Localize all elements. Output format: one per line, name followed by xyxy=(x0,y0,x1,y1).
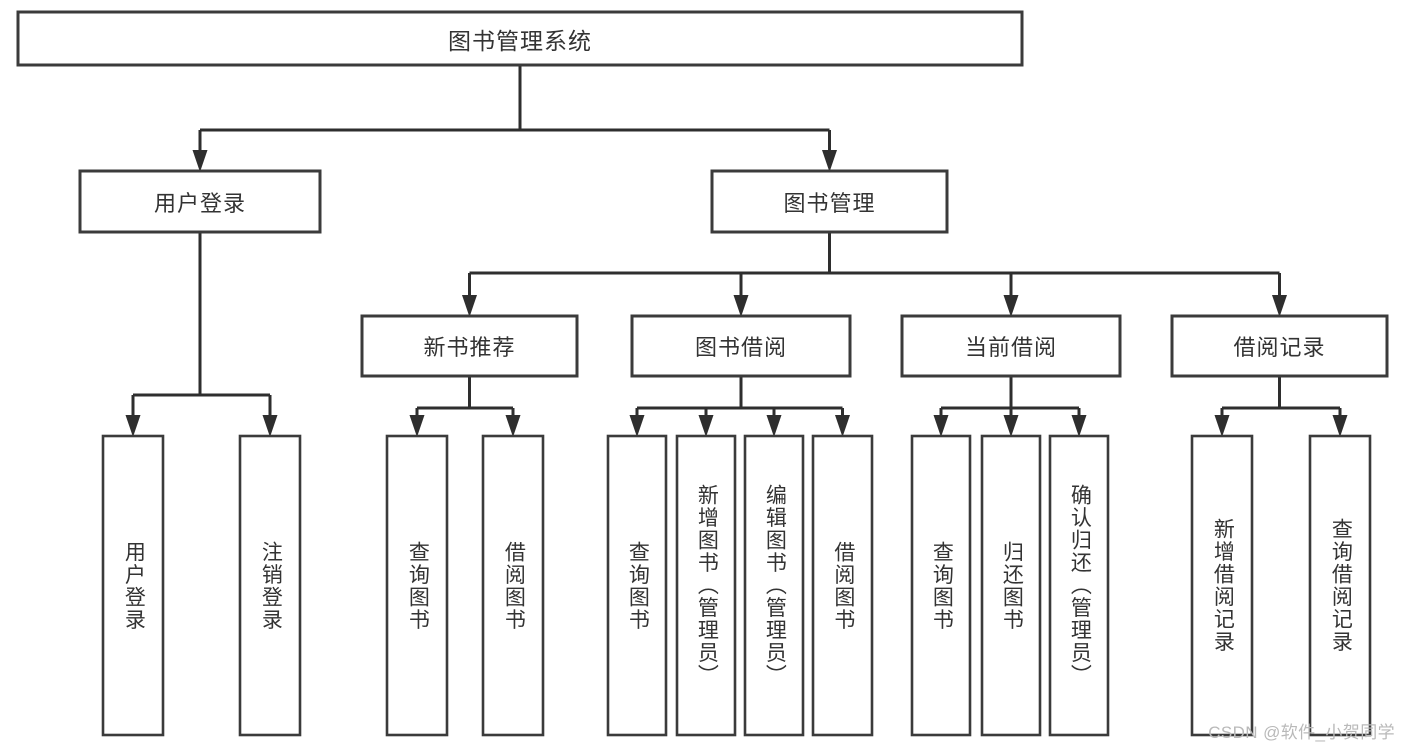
node-box-borrow-record[interactable] xyxy=(1170,314,1389,378)
node-box-leaf-query-book-2[interactable] xyxy=(606,434,668,737)
node-box-leaf-borrow-book-1[interactable] xyxy=(481,434,545,737)
arrow-head-icon xyxy=(1214,415,1230,437)
arrow-head-icon xyxy=(1003,295,1019,317)
node-box-leaf-add-book[interactable] xyxy=(675,434,737,737)
arrow-head-icon xyxy=(933,415,949,437)
connector-layer xyxy=(125,65,1348,437)
node-box-leaf-confirm-return[interactable] xyxy=(1048,434,1110,737)
node-box-layer xyxy=(16,10,1389,737)
node-box-leaf-query-book-3[interactable] xyxy=(910,434,972,737)
arrow-head-icon xyxy=(766,415,782,437)
node-box-leaf-logout[interactable] xyxy=(238,434,302,737)
connector-group-new-book-rec xyxy=(409,376,521,437)
connector-group-book-manage xyxy=(462,232,1287,317)
arrow-head-icon xyxy=(1071,415,1087,437)
arrow-head-icon xyxy=(192,150,208,172)
arrow-head-icon xyxy=(505,415,521,437)
node-box-root[interactable] xyxy=(16,10,1024,67)
node-box-user-login[interactable] xyxy=(78,169,322,234)
arrow-head-icon xyxy=(125,415,141,437)
connector-group-borrow-record xyxy=(1214,376,1348,437)
node-box-leaf-query-record[interactable] xyxy=(1308,434,1372,737)
node-box-leaf-user-login[interactable] xyxy=(101,434,165,737)
arrow-head-icon xyxy=(629,415,645,437)
arrow-head-icon xyxy=(1272,295,1287,317)
arrow-head-icon xyxy=(698,415,714,437)
connector-group-root xyxy=(192,65,837,172)
arrow-head-icon xyxy=(1332,415,1348,437)
node-box-new-book-rec[interactable] xyxy=(360,314,579,378)
node-box-current-borrow[interactable] xyxy=(900,314,1122,378)
arrow-head-icon xyxy=(462,295,477,317)
arrow-head-icon xyxy=(733,295,749,317)
node-box-leaf-edit-book[interactable] xyxy=(743,434,805,737)
arrow-head-icon xyxy=(1003,415,1019,437)
arrow-head-icon xyxy=(835,415,850,437)
connector-group-current-borrow xyxy=(933,376,1087,437)
node-box-leaf-borrow-book-2[interactable] xyxy=(811,434,874,737)
arrow-head-icon xyxy=(262,415,278,437)
node-box-leaf-return-book[interactable] xyxy=(980,434,1042,737)
node-box-leaf-query-book-1[interactable] xyxy=(385,434,449,737)
node-box-leaf-add-record[interactable] xyxy=(1190,434,1254,737)
connector-group-user-login xyxy=(125,232,278,437)
arrow-head-icon xyxy=(409,415,425,437)
node-box-book-manage[interactable] xyxy=(710,169,949,234)
node-box-book-borrow[interactable] xyxy=(630,314,852,378)
connector-group-book-borrow xyxy=(629,376,850,437)
watermark-text: CSDN @软件_小贺同学 xyxy=(1208,723,1395,742)
arrow-head-icon xyxy=(822,150,837,172)
